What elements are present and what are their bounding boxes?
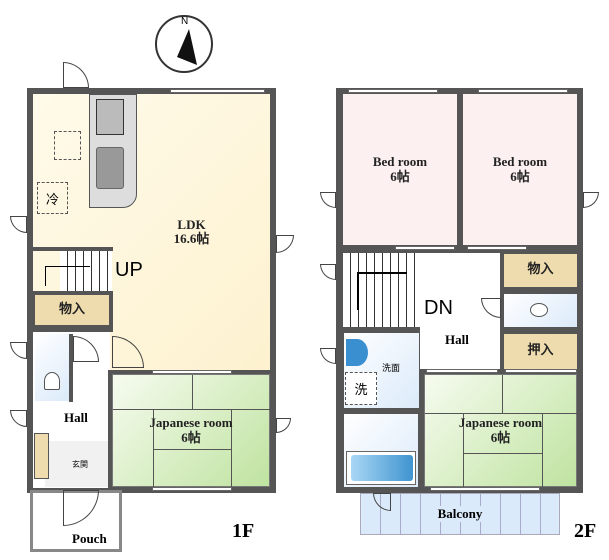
bedroom-2-size: 6帖 — [510, 168, 530, 184]
washroom-label: 洗面 — [382, 364, 401, 374]
window — [152, 487, 232, 491]
japanese-room-name: Japanese room — [458, 415, 543, 431]
storage-label: 物入 — [527, 262, 554, 278]
ceiling-vent — [54, 131, 81, 160]
hall-wall — [33, 328, 113, 332]
stove-icon — [96, 99, 124, 135]
door[interactable] — [10, 410, 27, 427]
window — [467, 246, 527, 250]
storage-1f[interactable]: 物入 — [35, 295, 109, 325]
door[interactable] — [320, 264, 336, 280]
japanese-room-size: 6帖 — [181, 429, 201, 445]
stairs-wall — [33, 247, 113, 251]
closet-2f[interactable]: 押入 — [504, 334, 577, 369]
ldk-name: LDK — [177, 216, 206, 232]
door[interactable] — [10, 216, 27, 233]
stairs-up[interactable] — [60, 251, 112, 291]
window — [395, 246, 455, 250]
pouch-label: Pouch — [72, 531, 107, 546]
stairs-down[interactable] — [343, 253, 420, 327]
wash-basin-icon — [346, 339, 368, 366]
window — [430, 487, 540, 491]
stairs-down-label: DN — [424, 297, 453, 319]
fridge-space: 冷 — [37, 182, 68, 214]
bedroom-1-name: Bed room — [372, 154, 428, 170]
door[interactable] — [276, 235, 294, 253]
toilet-icon — [44, 372, 60, 390]
entrance-label: 玄関 — [72, 460, 88, 469]
bedroom-1-size: 6帖 — [390, 168, 410, 184]
north-label: N — [181, 16, 189, 27]
washer-space: 洗 — [345, 372, 377, 405]
hall-side-wall — [108, 370, 112, 493]
japanese-room-size: 6帖 — [490, 429, 511, 445]
balcony: Balcony — [360, 493, 560, 535]
window — [426, 369, 498, 373]
ldk-size: 16.6帖 — [173, 231, 210, 246]
washer-label: 洗 — [354, 383, 368, 398]
storage-label: 物入 — [58, 301, 85, 317]
window — [505, 369, 577, 373]
stairs-arrow-icon — [357, 272, 407, 310]
door[interactable] — [583, 192, 599, 208]
storage-2f[interactable]: 物入 — [504, 254, 577, 287]
north-compass: N — [155, 15, 213, 73]
hall-label-1f: Hall — [64, 410, 88, 425]
floor2-label: 2F — [574, 520, 597, 542]
window — [152, 370, 232, 374]
bedroom-2-name: Bed room — [492, 154, 548, 170]
window — [348, 89, 438, 93]
window — [478, 89, 568, 93]
stairs-arrow-icon — [45, 266, 90, 286]
door[interactable] — [10, 342, 27, 359]
entrance-area — [45, 441, 110, 487]
japanese-room-2f: Japanese room 6帖 — [424, 374, 578, 488]
floor1-label: 1F — [232, 520, 255, 542]
north-arrow-icon — [177, 29, 197, 65]
japanese-room-1f: Japanese room 6帖 — [112, 374, 271, 488]
door[interactable] — [63, 62, 89, 88]
toilet-wall — [69, 334, 73, 402]
stairs-up-label: UP — [115, 259, 143, 281]
hall-label-2f: Hall — [445, 332, 469, 347]
fridge-label: 冷 — [45, 192, 59, 208]
closet-label: 押入 — [527, 343, 554, 359]
window — [170, 89, 265, 93]
door[interactable] — [276, 418, 291, 433]
sink-icon — [96, 147, 124, 189]
bedroom-2: Bed room 6帖 — [463, 94, 577, 245]
door[interactable] — [320, 348, 336, 364]
toilet-icon — [530, 303, 548, 317]
toilet-1f[interactable] — [35, 334, 69, 401]
bedroom-1: Bed room 6帖 — [343, 94, 457, 245]
kitchen-counter — [89, 94, 137, 208]
shoe-cabinet — [34, 433, 49, 479]
bathtub-icon — [346, 451, 416, 485]
door[interactable] — [320, 192, 336, 208]
japanese-room-name: Japanese room — [149, 415, 233, 431]
balcony-label: Balcony — [437, 506, 483, 522]
